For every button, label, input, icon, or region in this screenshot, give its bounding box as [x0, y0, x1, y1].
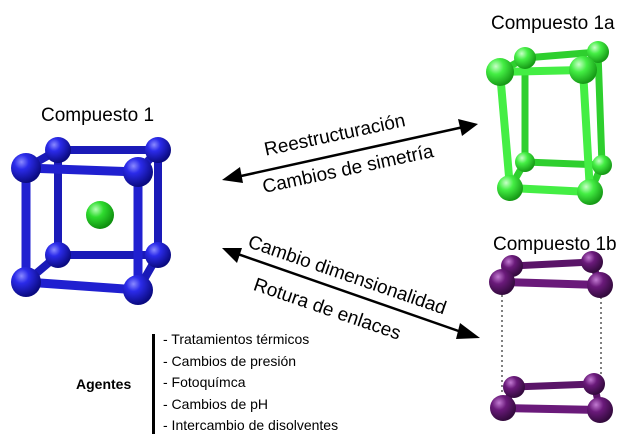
compound-1-label: Compuesto 1 [41, 105, 155, 126]
compound-1-structure [11, 137, 171, 305]
agent-item: - Intercambio de disolventes [163, 417, 339, 433]
upper-double-arrow [222, 119, 478, 183]
agent-item: - Cambios de pH [163, 395, 269, 412]
compound-1a-structure [486, 41, 612, 205]
agents-title: Agentes [76, 376, 132, 392]
compound-1b-label: Compuesto 1b [493, 234, 617, 255]
agents-list: - Tratamientos térmicos - Cambios de pre… [163, 329, 338, 437]
compound-1a-label: Compuesto 1a [491, 13, 615, 34]
agents-bracket-line [152, 334, 155, 434]
agent-item: - Fotoquímca [163, 374, 246, 390]
compound-1b-structure [489, 251, 613, 423]
guest-molecule [86, 201, 114, 229]
lower-double-arrow [222, 248, 480, 339]
agent-item: - Cambios de presión [163, 352, 297, 369]
agent-item: - Tratamientos térmicos [163, 331, 310, 347]
